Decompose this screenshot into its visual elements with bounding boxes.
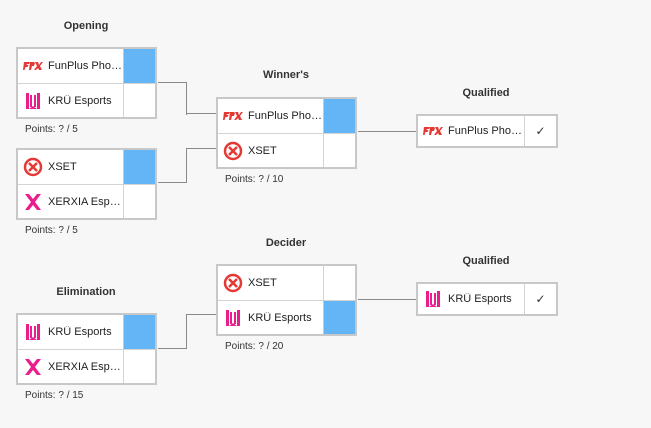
team-name: FunPlus Phoenix	[248, 110, 323, 122]
match-winners[interactable]: FunPlus Phoenix XSET	[216, 97, 357, 169]
team-cell[interactable]: KRÜ Esports	[418, 284, 524, 314]
team-cell[interactable]: XSET	[218, 134, 323, 167]
team-cell[interactable]: KRÜ Esports	[18, 315, 123, 349]
match-opening-1[interactable]: FunPlus Phoenix KRÜ Esports	[16, 47, 157, 119]
team-name: KRÜ Esports	[248, 311, 312, 324]
connector-winners-link-top	[186, 113, 216, 114]
score-cell	[323, 134, 355, 167]
connector-opening1-winners	[158, 82, 187, 115]
stage-title-winners: Winner's	[263, 69, 309, 81]
team-cell[interactable]: KRÜ Esports	[218, 301, 323, 334]
stage-title-decider: Decider	[265, 237, 307, 249]
match-row[interactable]: XERXIA Esports	[18, 184, 155, 218]
kru-logo-icon	[423, 289, 443, 309]
points-label: Points: ? / 10	[225, 174, 284, 185]
team-cell[interactable]: FunPlus Phoenix	[418, 116, 524, 146]
match-decider[interactable]: XSET KRÜ Esports	[216, 264, 357, 336]
fpx-logo-icon	[423, 121, 443, 141]
connector-decider-link	[186, 314, 216, 315]
xerxia-logo-icon	[23, 357, 43, 377]
points-label: Points: ? / 5	[25, 225, 78, 236]
team-name: KRÜ Esports	[48, 326, 112, 338]
winner-indicator	[123, 150, 155, 184]
connector-opening2-winners	[158, 148, 187, 183]
score-cell	[123, 185, 155, 218]
match-row[interactable]: FunPlus Phoenix	[18, 49, 155, 83]
points-label: Points: ? / 5	[25, 124, 78, 135]
match-row[interactable]: XERXIA Esports	[18, 349, 155, 383]
winner-indicator	[123, 49, 155, 83]
stage-title-elimination: Elimination	[56, 286, 116, 298]
check-icon: ✓	[524, 116, 556, 146]
kru-logo-icon	[23, 322, 43, 342]
match-elimination[interactable]: KRÜ Esports XERXIA Esports	[16, 313, 157, 385]
points-label: Points: ? / 20	[225, 341, 284, 352]
check-icon: ✓	[524, 284, 556, 314]
team-cell[interactable]: FunPlus Phoenix	[218, 99, 323, 133]
team-cell[interactable]: XSET	[218, 266, 323, 300]
winner-indicator	[323, 99, 355, 133]
xset-logo-icon	[223, 141, 243, 161]
xerxia-logo-icon	[23, 192, 43, 212]
stage-title-opening: Opening	[63, 20, 109, 32]
match-row[interactable]: XSET	[218, 266, 355, 300]
qualified-top[interactable]: FunPlus Phoenix ✓	[416, 114, 558, 148]
team-name: XSET	[248, 277, 277, 289]
points-label: Points: ? / 15	[25, 390, 84, 401]
match-row[interactable]: KRÜ Esports	[18, 315, 155, 349]
connector-elimination-decider	[158, 314, 187, 349]
team-cell[interactable]: XSET	[18, 150, 123, 184]
fpx-logo-icon	[223, 106, 243, 126]
xset-logo-icon	[23, 157, 43, 177]
match-row[interactable]: KRÜ Esports	[218, 300, 355, 334]
winner-indicator	[323, 301, 355, 334]
match-opening-2[interactable]: XSET XERXIA Esports	[16, 148, 157, 220]
xset-logo-icon	[223, 273, 243, 293]
connector-winners-link-bottom	[186, 148, 216, 149]
fpx-logo-icon	[23, 56, 43, 76]
score-cell	[123, 350, 155, 383]
stage-title-qualified-bottom: Qualified	[462, 255, 510, 267]
match-row[interactable]: KRÜ Esports	[18, 83, 155, 117]
team-cell[interactable]: FunPlus Phoenix	[18, 49, 123, 83]
team-cell[interactable]: XERXIA Esports	[18, 350, 123, 383]
team-cell[interactable]: XERXIA Esports	[18, 185, 123, 218]
connector-decider-qualified	[358, 299, 416, 300]
team-name: XERXIA Esports	[48, 360, 123, 373]
team-name: XSET	[248, 144, 277, 157]
team-cell[interactable]: KRÜ Esports	[18, 84, 123, 117]
team-name: KRÜ Esports	[48, 94, 112, 107]
team-name: XSET	[48, 161, 77, 173]
winner-indicator	[123, 315, 155, 349]
match-row[interactable]: FunPlus Phoenix	[218, 99, 355, 133]
kru-logo-icon	[23, 91, 43, 111]
team-name: FunPlus Phoenix	[48, 60, 123, 72]
qualified-bottom[interactable]: KRÜ Esports ✓	[416, 282, 558, 316]
kru-logo-icon	[223, 308, 243, 328]
team-name: FunPlus Phoenix	[448, 125, 524, 137]
match-row[interactable]: XSET	[18, 150, 155, 184]
score-cell	[323, 266, 355, 300]
team-name: XERXIA Esports	[48, 195, 123, 208]
connector-winners-qualified	[358, 131, 416, 132]
team-name: KRÜ Esports	[448, 293, 512, 305]
stage-title-qualified-top: Qualified	[462, 87, 510, 99]
match-row[interactable]: XSET	[218, 133, 355, 167]
score-cell	[123, 84, 155, 117]
